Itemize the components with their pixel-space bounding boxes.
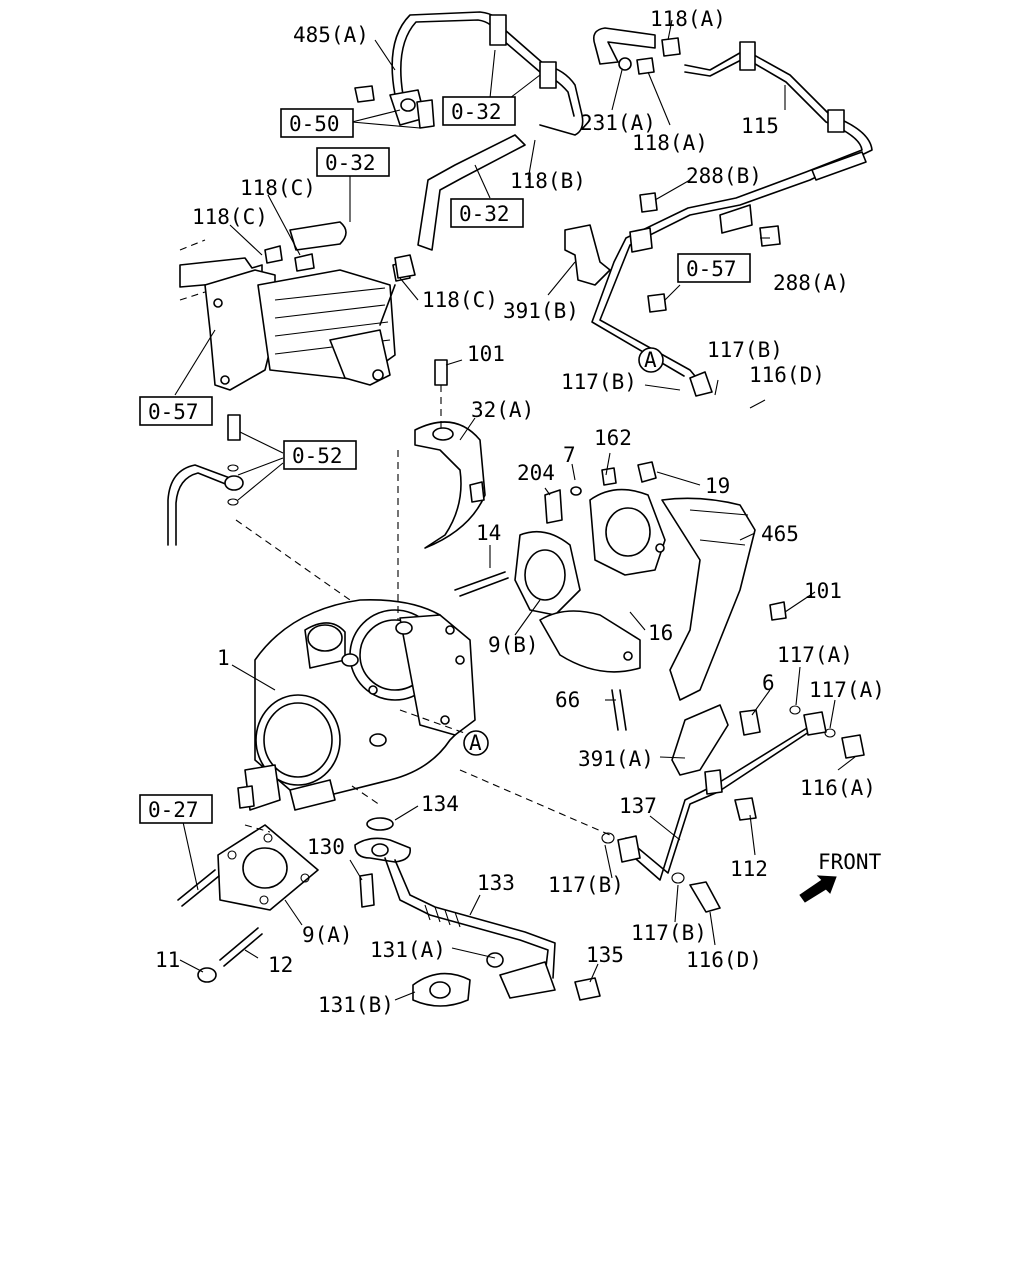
ref-0-50: 0-50 — [289, 112, 340, 136]
callout-101-right: 101 — [804, 579, 842, 603]
callout-391a: 391(A) — [578, 747, 654, 771]
callout-133: 133 — [477, 871, 515, 895]
callout-14: 14 — [476, 521, 501, 545]
ref-0-57-left: 0-57 — [148, 400, 199, 424]
callout-465: 465 — [761, 522, 799, 546]
callout-labels: 485(A) 118(A) 231(A) 118(A) 115 118(B) 1… — [155, 7, 885, 1017]
upper-hoses-drawing — [354, 11, 873, 397]
callout-66: 66 — [555, 688, 580, 712]
callout-117a-1: 117(A) — [777, 643, 853, 667]
callout-6: 6 — [762, 671, 775, 695]
callout-231a: 231(A) — [580, 111, 656, 135]
ref-0-32-mid: 0-32 — [459, 202, 510, 226]
callout-117b-left: 117(B) — [561, 370, 637, 394]
turbocharger-drawing — [237, 598, 476, 811]
callout-391b: 391(B) — [503, 299, 579, 323]
callout-118c-3: 118(C) — [422, 288, 498, 312]
callout-118c-1: 118(C) — [240, 176, 316, 200]
oil-feed-pipe-drawing — [167, 414, 351, 660]
callout-118a-top: 118(A) — [650, 7, 726, 31]
callout-204: 204 — [517, 461, 555, 485]
front-indicator: FRONT — [799, 850, 882, 903]
callout-116d-low: 116(D) — [686, 948, 762, 972]
marker-a-turbo: A — [469, 731, 482, 755]
callout-118a-mid: 118(A) — [632, 131, 708, 155]
egr-cooler-drawing — [179, 221, 411, 391]
callout-16: 16 — [648, 621, 673, 645]
marker-a-top: A — [644, 348, 657, 372]
callout-137: 137 — [619, 794, 657, 818]
ref-0-52: 0-52 — [292, 444, 343, 468]
callout-288b: 288(B) — [686, 164, 762, 188]
ref-box-0-32-left — [316, 147, 390, 177]
ref-0-32-left: 0-32 — [325, 151, 376, 175]
ref-box-0-32-mid — [450, 198, 524, 228]
front-label: FRONT — [818, 850, 882, 874]
callout-112: 112 — [730, 857, 768, 881]
ref-box-0-52 — [283, 440, 357, 470]
callout-32a: 32(A) — [471, 398, 534, 422]
callout-288a: 288(A) — [773, 271, 849, 295]
exhaust-manifold-drawing — [454, 461, 787, 731]
callout-117b-low2: 117(B) — [631, 921, 707, 945]
callout-118c-2: 118(C) — [192, 205, 268, 229]
callout-131b: 131(B) — [318, 993, 394, 1017]
callout-116a: 116(A) — [800, 776, 876, 800]
callout-485a: 485(A) — [293, 23, 369, 47]
heat-shield-drawing — [414, 359, 486, 549]
callout-131a: 131(A) — [370, 938, 446, 962]
callout-7: 7 — [563, 443, 576, 467]
lower-parts-drawing — [177, 450, 865, 1007]
callout-116d-top: 116(D) — [749, 363, 825, 387]
callout-118b-top: 118(B) — [510, 169, 586, 193]
callout-162: 162 — [594, 426, 632, 450]
leader-lines — [174, 19, 856, 1001]
callout-130: 130 — [307, 835, 345, 859]
callout-19: 19 — [705, 474, 730, 498]
ref-box-0-57-left — [139, 396, 213, 426]
ref-box-0-27 — [139, 794, 213, 824]
callout-134: 134 — [421, 792, 459, 816]
callout-117b-low: 117(B) — [548, 873, 624, 897]
ref-box-0-32-top — [442, 96, 516, 126]
ref-0-57-right: 0-57 — [686, 257, 737, 281]
ref-0-32-top: 0-32 — [451, 100, 502, 124]
callout-101-top: 101 — [467, 342, 505, 366]
callout-117b-right: 117(B) — [707, 338, 783, 362]
ref-0-27: 0-27 — [148, 798, 199, 822]
callout-117a-2: 117(A) — [809, 678, 885, 702]
callout-9a: 9(A) — [302, 923, 353, 947]
callout-115: 115 — [741, 114, 779, 138]
callout-12: 12 — [268, 953, 293, 977]
callout-9b: 9(B) — [488, 633, 539, 657]
circle-markers: A A — [463, 347, 664, 756]
reference-boxes: 0-50 0-32 0-32 0-32 0-57 0-57 0-52 0-27 — [139, 96, 751, 824]
ref-box-0-50 — [280, 108, 354, 138]
front-arrow-icon — [799, 875, 837, 903]
callout-135: 135 — [586, 943, 624, 967]
callout-11: 11 — [155, 948, 180, 972]
ref-box-0-57-right — [677, 253, 751, 283]
callout-1: 1 — [217, 646, 230, 670]
